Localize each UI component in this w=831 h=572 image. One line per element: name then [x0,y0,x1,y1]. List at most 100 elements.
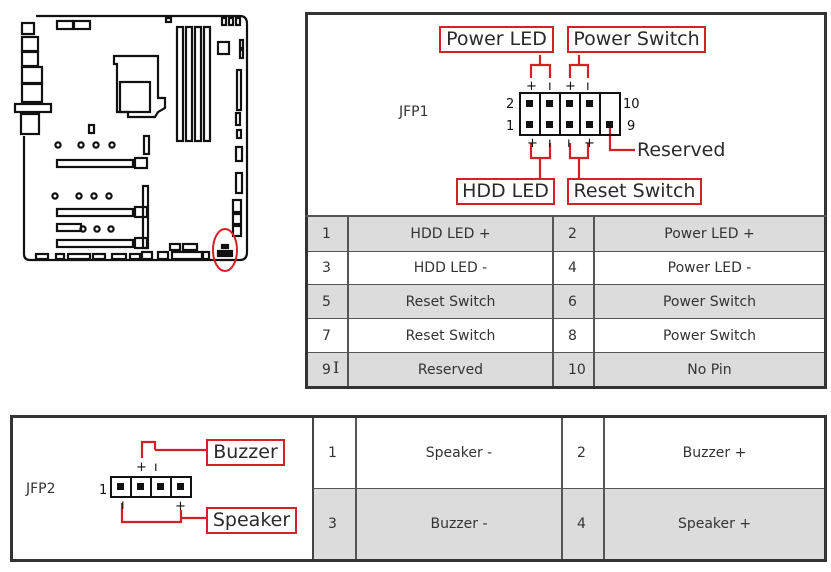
power-switch-label: Power Switch [567,26,706,53]
motherboard-diagram [13,14,249,272]
pcie-slot [55,222,83,233]
pin-number-cell: 5 [308,285,347,318]
pin-number: 10 [623,97,640,112]
signal-cell: Speaker + [605,489,824,559]
pcie-slot [55,207,135,218]
connector [72,19,92,31]
polarity-mark: + [526,79,537,94]
grid-line [305,215,827,217]
jfp1-table [305,12,827,389]
pin-number-cell: 3 [314,489,355,559]
connector [234,16,242,27]
io-port [20,50,40,68]
text-cursor-icon: I [333,358,340,377]
grid-line [308,251,824,252]
pin [157,483,164,490]
reset-switch-label: Reset Switch [567,178,702,205]
jfp2-table [10,415,827,562]
pin-number: 1 [99,483,107,498]
polarity-mark: ı [586,79,590,94]
pin-number-cell: 10 [554,353,593,386]
connector [55,19,75,31]
connector [164,16,173,24]
io-port [13,102,53,114]
signal-cell: HDD LED + [349,217,552,251]
io-port [20,35,40,53]
pin-number-cell: 1 [314,418,355,488]
jfp1-pin-header: + ı + ı + ı ı + 2 1 10 9 [506,55,640,178]
pin [137,483,144,490]
signal-cell: Power Switch [595,285,824,318]
pin [586,100,593,107]
grid-line [313,488,824,489]
polarity-mark: + [527,136,538,151]
connector [227,16,235,27]
pcie-slot [55,158,135,169]
pin [586,121,593,128]
pin [566,100,573,107]
jfp2-header-name: JFP2 [26,481,56,497]
pin [566,121,573,128]
pcie-slot [55,238,135,249]
speaker-label: Speaker [206,507,297,534]
jfp1-pin-table: 1 HDD LED + 2 Power LED + 3 HDD LED - 4 … [305,215,827,386]
board-outline [22,14,249,262]
pin [546,100,553,107]
pin-number: 2 [506,97,514,112]
grid-line [593,217,595,386]
cpu-socket [112,54,167,119]
io-port [19,112,41,136]
signal-cell: Speaker - [357,418,561,488]
polarity-mark: + [175,499,186,514]
power-led-label: Power LED [439,26,554,53]
polarity-mark: + [584,136,595,151]
pin-number-cell: 8 [554,319,593,352]
signal-cell: Reserved [349,353,552,386]
polarity-mark: ı [567,136,571,151]
signal-cell: No Pin [595,353,824,386]
dimm-slot [184,25,194,143]
buzzer-label: Buzzer [206,439,285,466]
pin-number-cell: 3 [308,252,347,284]
pin [177,483,184,490]
jfp1-header-name: JFP1 [399,104,429,120]
dimm-slot [202,25,212,143]
pin [117,483,124,490]
pin-number-cell: 4 [554,252,593,284]
pin-number-cell: 2 [554,217,593,251]
dimm-slot [175,25,185,143]
pin [526,121,533,128]
dimm-slot [193,25,203,143]
jfp2-pin-table: 1 Speaker - 2 Buzzer + 3 Buzzer - 4 Spea… [312,418,824,559]
grid-line [308,318,824,319]
pin-number-cell: 9 [308,353,347,386]
signal-cell: Buzzer + [605,418,824,488]
pin-number-cell: 2 [563,418,603,488]
pin-number-cell: 7 [308,319,347,352]
polarity-mark: + [565,79,576,94]
signal-cell: Power LED - [595,252,824,284]
jfp2-pin-header: + ı ı + 1 [99,440,206,524]
polarity-mark: ı [548,136,552,151]
pin-number: 9 [627,119,635,134]
polarity-mark: ı [121,498,125,513]
grid-line [308,352,824,353]
reserved-label: Reserved [637,139,726,161]
pin-number-cell: 1 [308,217,347,251]
pin-number-cell: 4 [563,489,603,559]
polarity-mark: + [136,460,147,475]
signal-cell: Power LED + [595,217,824,251]
jfp-header-location [216,249,234,258]
jfp-highlight-circle [212,228,238,272]
pin [546,121,553,128]
signal-cell: Reset Switch [349,319,552,352]
connector [220,16,228,27]
io-port [20,82,44,104]
connector [216,40,231,56]
pin [526,100,533,107]
io-port [20,65,44,85]
pin-number-cell: 6 [554,285,593,318]
polarity-mark: ı [548,79,552,94]
grid-line [552,217,554,386]
hdd-led-label: HDD LED [456,178,555,205]
